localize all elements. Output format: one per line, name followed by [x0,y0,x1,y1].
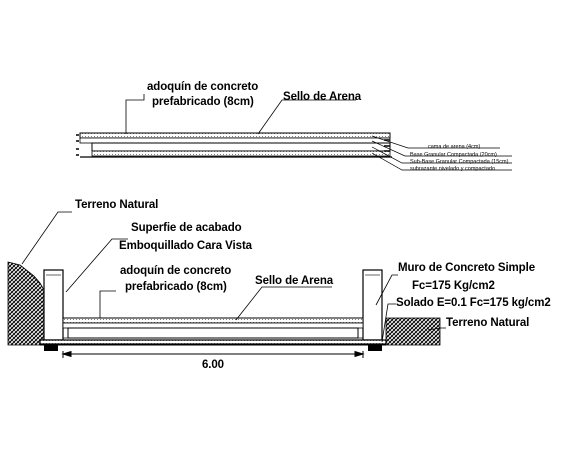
right-concrete-wall [362,269,383,341]
bottom-channel-section [7,211,446,358]
fc-label: Fc=175 Kg/cm2 [412,280,495,292]
terreno-natural-right-label: Terreno Natural [446,317,530,329]
left-concrete-wall [43,269,64,341]
right-footing-mark [368,345,382,351]
bottom-adoquin-label-2: prefabricado (8cm) [125,281,227,293]
top-sello-leader [257,99,356,135]
emboquillado-label: Emboquillado Cara Vista [119,240,252,252]
right-terrain-hatch [385,317,441,346]
top-adoquin-label-1: adoquín de concreto [147,81,259,93]
top-pavement-section [76,94,512,171]
solado-label: Solado E=0.1 Fc=175 kg/cm2 [396,297,551,309]
top-adoquin-label-2: prefabricado (8cm) [152,96,254,108]
bottom-sello-label: Sello de Arena [255,275,334,287]
dimension-label: 6.00 [202,359,224,371]
top-adoquin-leader [125,94,145,134]
top-base-layer [91,142,391,152]
bottom-paver-layer [62,317,364,324]
top-sand-bed-layer [79,137,391,144]
superficie-label: Superfie de acabado [131,222,242,234]
bottom-base-layer [67,327,359,339]
top-layer-note-4: subrazante nivelado y compactado [410,166,495,172]
muro-leader [375,274,398,306]
bottom-adoquin-leader [99,290,116,318]
top-left-ticks [76,134,79,156]
bottom-sand-layer [62,322,364,329]
top-subbase-layer [91,150,391,157]
top-sello-label: Sello de Arena [283,91,362,103]
top-layer-leaders [371,135,512,171]
terreno-natural-left-label: Terreno Natural [75,199,159,211]
top-layer-note-3: Sub-Base Granular Compactada (15cm) [410,159,509,165]
terreno-left-leader [21,211,72,265]
top-layer-note-1: cama de arena (4cm) [428,144,481,150]
solado-strip [39,339,387,345]
top-layer-note-2: Base Granular Compactada (20cm) [410,152,497,158]
terreno-right-leader [427,327,446,331]
left-footing-mark [44,345,58,351]
solado-leader [381,303,396,343]
bottom-adoquin-label-1: adoquín de concreto [120,265,232,277]
dimension-line [61,350,365,358]
muro-label: Muro de Concreto Simple [398,262,535,274]
top-paver-layer [79,132,391,139]
superficie-leader [65,238,128,293]
bottom-sello-leader [235,286,332,321]
left-terrain-hatch [7,261,45,346]
